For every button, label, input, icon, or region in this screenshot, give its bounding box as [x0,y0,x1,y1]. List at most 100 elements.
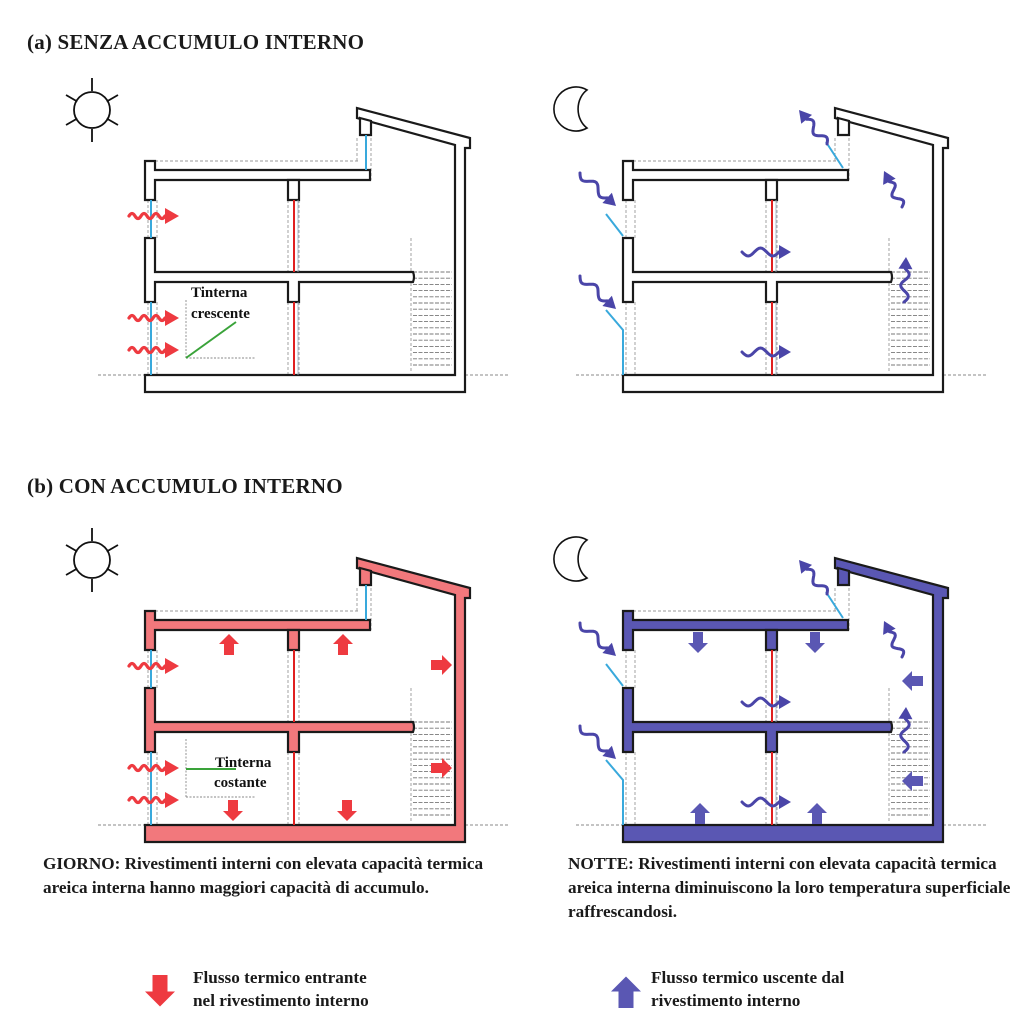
middle-slab [621,686,894,754]
legend-outgoing-line2: rivestimento interno [651,991,801,1010]
night-radiation-arrow-2-head [602,745,616,759]
window-shutter-upper [825,141,844,169]
upper-lintel [836,566,851,587]
solar-gain-arrow-1-head [165,658,179,674]
solar-gain-arrow-1-head [165,208,179,224]
middle-slab [143,236,416,304]
partition-beam-upper [764,178,779,202]
solar-gain-arrow-2-head [165,760,179,776]
night-air-arrow-stairwell-shaft [899,717,911,754]
night-air-arrow-attic-head [883,621,896,635]
night-radiation-arrow-1-shaft [578,621,609,650]
roof-slab [621,159,850,202]
solar-gain-arrow-2-shaft [127,763,167,773]
night-air-arrow-lower-room-head [779,795,791,809]
night-radiation-arrow-roof-head [799,110,813,124]
flow-into-wall-arrow-2 [431,758,452,778]
night-air-arrow-lower-room-shaft [740,346,781,358]
night-radiation-arrow-roof-head [799,560,813,574]
solar-gain-arrow-3-shaft [127,345,167,355]
night-radiation-arrow-2-shaft [578,724,609,753]
solar-gain-arrow-2-head [165,310,179,326]
arrow-up-icon [611,976,641,1008]
night-air-arrow-upper-room-shaft [740,246,781,258]
window-shutter-2 [605,759,624,825]
structure [143,106,472,394]
legend-incoming-line2: nel rivestimento interno [193,991,369,1010]
caption-night: NOTTE: Rivestimenti interni con elevata … [568,854,1011,921]
roof-slab [621,609,850,652]
legend [145,975,641,1008]
ground-slab-and-right-wall [143,106,472,394]
window-shutter-upper [825,591,844,619]
window-shutter-2 [605,309,624,375]
night-radiation-arrow-1-head [602,192,616,206]
flow-from-floor-arrow-2 [807,803,827,824]
legend-outgoing-label: Flusso termico uscente dal rivestimento … [651,966,844,1012]
staircase [413,271,452,366]
window-shutter-1 [605,213,624,237]
night-air-arrow-attic-head [883,171,896,185]
middle-slab [143,686,416,754]
flow-into-wall-arrow-1 [431,655,452,675]
ground-slab-and-right-wall [621,556,950,844]
solar-gain-arrow-2-shaft [127,313,167,323]
flow-from-ceiling-arrow-2 [805,632,825,653]
night-air-arrow-attic-shaft [887,630,906,659]
legend-incoming-label: Flusso termico entrante nel rivestimento… [193,966,369,1012]
graph-label-line1: Tinterna [215,755,272,771]
flow-into-ceiling-arrow-2 [333,634,353,655]
caption-day: GIORNO: Rivestimenti interni con elevata… [43,854,484,897]
night-air-arrow-stairwell-shaft [899,267,911,304]
arrow-down-icon [145,975,175,1007]
upper-lintel [358,116,373,137]
moon-icon [553,536,589,582]
graph-trend-line [185,321,237,359]
night-radiation-arrow-1-head [602,642,616,656]
sun-icon [65,78,119,142]
ground-slab-and-right-wall [143,556,472,844]
panel-a-day: Tinterna crescente [65,78,510,394]
structure [621,556,950,844]
night-air-arrow-attic-shaft [887,180,906,209]
roof-slab [143,159,372,202]
solar-gain-arrow-3-shaft [127,795,167,805]
staircase [891,721,930,816]
night-radiation-arrow-roof-shaft [805,117,830,146]
solar-gain-arrow-3-head [165,792,179,808]
flow-into-ceiling-arrow-1 [219,634,239,655]
panel-a-night [553,86,988,394]
flow-from-wall-arrow-2 [902,771,923,791]
flow-into-floor-arrow-2 [337,800,357,821]
legend-outgoing-line1: Flusso termico uscente dal [651,968,845,987]
staircase [413,721,452,816]
graph-label-line1: Tinterna [191,285,248,301]
roof-slab [143,609,372,652]
flow-into-floor-arrow-1 [223,800,243,821]
ground-slab-and-right-wall [621,106,950,394]
night-radiation-arrow-roof-shaft [805,567,830,596]
moon-icon [553,86,589,132]
solar-gain-arrow-1-shaft [127,211,167,221]
night-air-arrow-stairwell-head [898,707,913,720]
night-radiation-arrow-2-shaft [578,274,609,303]
night-air-arrow-upper-room-head [779,245,791,259]
partition-beam-upper [764,628,779,652]
upper-lintel [836,116,851,137]
graph-label-line2: crescente [191,306,250,322]
night-air-arrow-stairwell-head [898,257,913,270]
legend-incoming-line1: Flusso termico entrante [193,968,367,987]
night-radiation-arrow-1-shaft [578,171,609,200]
night-air-arrow-lower-room-head [779,345,791,359]
solar-gain-arrow-3-head [165,342,179,358]
night-air-arrow-lower-room-shaft [740,796,781,808]
night-air-arrow-upper-room-head [779,695,791,709]
upper-lintel [358,566,373,587]
window-shutter-1 [605,663,624,687]
structure [143,556,472,844]
staircase [891,271,930,366]
internal-temperature-graph: Tinterna crescente [185,285,256,359]
night-air-arrow-upper-room-shaft [740,696,781,708]
